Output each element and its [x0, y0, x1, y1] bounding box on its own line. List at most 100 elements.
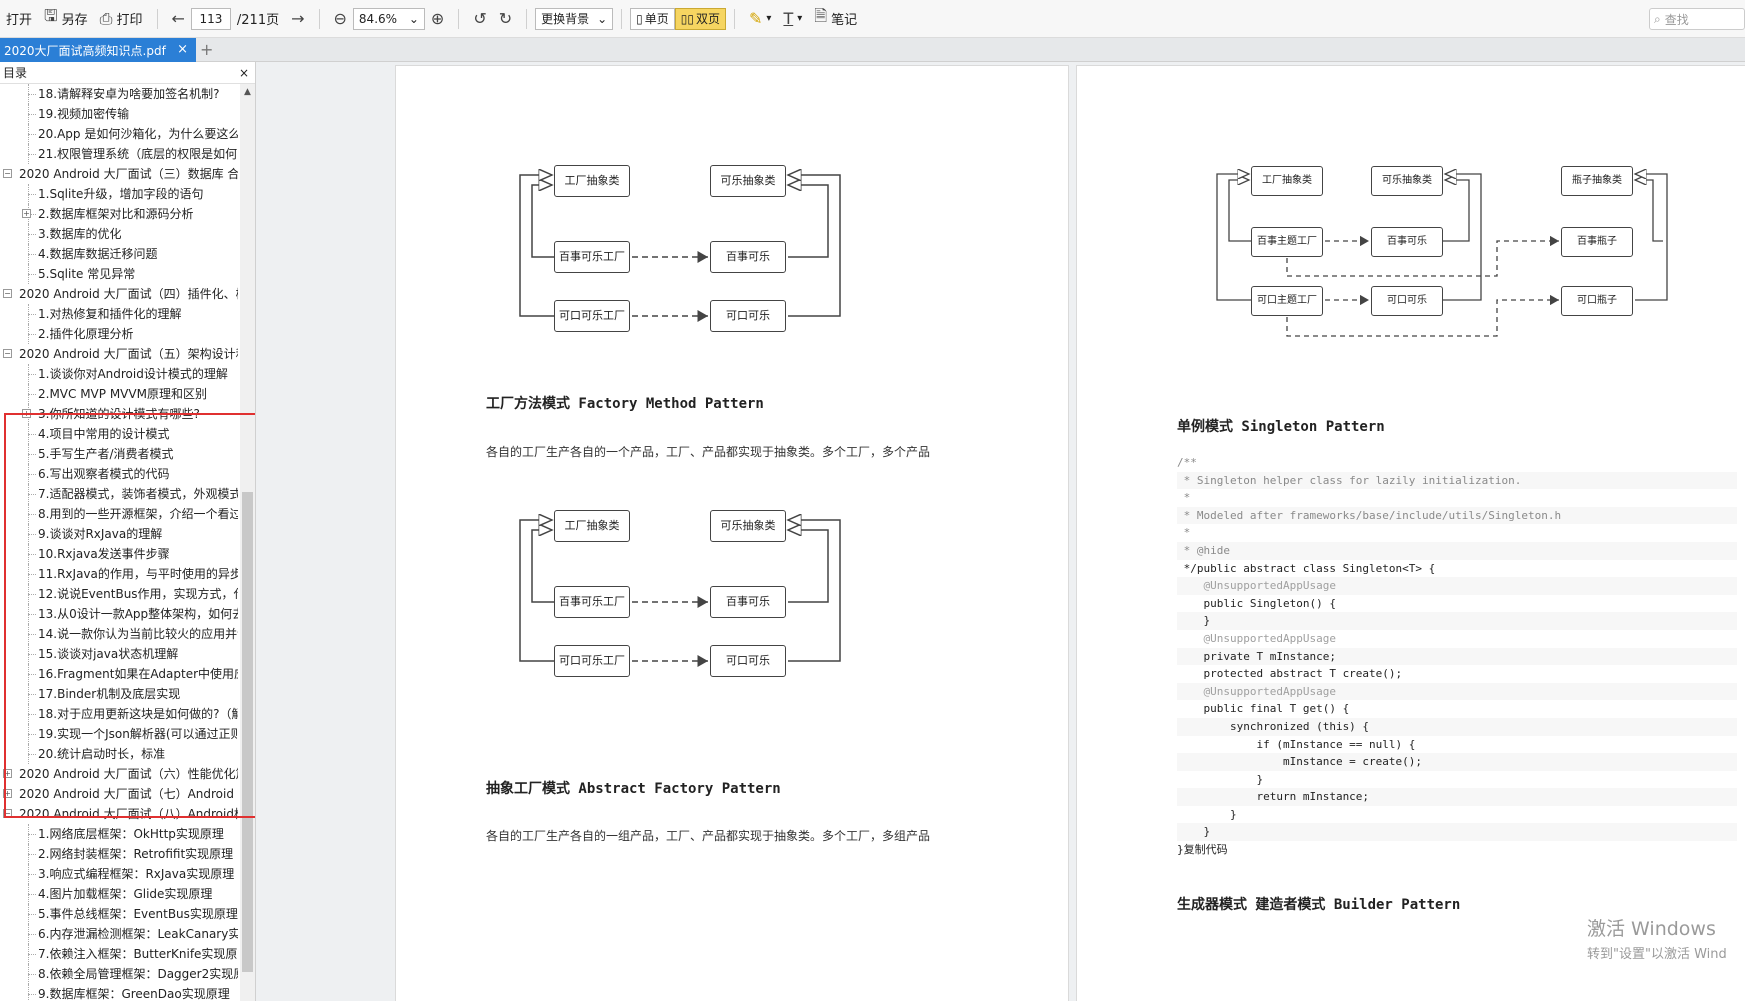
outline-item-label: 19.视频加密传输: [38, 107, 130, 121]
outline-item[interactable]: 13.从0设计一款App整体架构，如何去: [0, 604, 238, 624]
outline-item[interactable]: 2.插件化原理分析: [0, 324, 238, 344]
save-as-button[interactable]: 🖫 另存: [38, 5, 94, 33]
text-tool-button[interactable]: T ▾: [777, 5, 808, 33]
outline-item[interactable]: 5.Sqlite 常见异常: [0, 264, 238, 284]
outline-chapter[interactable]: +2020 Android 大厂面试（六）性能优化篇: [0, 764, 238, 784]
highlight-tool-button[interactable]: ✎ ▾: [743, 5, 777, 33]
outline-item[interactable]: 7.依赖注入框架：ButterKnife实现原: [0, 944, 238, 964]
outline-item[interactable]: 10.Rxjava发送事件步骤: [0, 544, 238, 564]
outline-item[interactable]: 15.谈谈对java状态机理解: [0, 644, 238, 664]
code-line: * Modeled after frameworks/base/include/…: [1177, 506, 1737, 525]
outline-item[interactable]: 20.App 是如何沙箱化，为什么要这么: [0, 124, 238, 144]
zoom-select[interactable]: 84.6% ⌄: [352, 7, 425, 30]
outline-item[interactable]: 8.依赖全局管理框架：Dagger2实现原: [0, 964, 238, 984]
outline-item[interactable]: 12.说说EventBus作用，实现方式，代: [0, 584, 238, 604]
outline-item[interactable]: 16.Fragment如果在Adapter中使用应: [0, 664, 238, 684]
outline-item[interactable]: 17.Binder机制及底层实现: [0, 684, 238, 704]
outline-chapter[interactable]: +2020 Android 大厂面试（七）Android: [0, 784, 238, 804]
outline-chapter[interactable]: −2020 Android 大厂面试（五）架构设计和: [0, 344, 238, 364]
scroll-up-icon[interactable]: ▲: [244, 87, 251, 97]
code-line: }: [1177, 807, 1237, 821]
notes-button[interactable]: 🗎 笔记: [808, 5, 863, 33]
document-viewer[interactable]: 工厂抽象类 可乐抽象类 百事可乐工厂 百事可乐 可口可乐工厂 可口可乐 工厂方法…: [257, 62, 1745, 1001]
outline-item[interactable]: 9.谈谈对RxJava的理解: [0, 524, 238, 544]
outline-item[interactable]: 8.用到的一些开源框架，介绍一个看过: [0, 504, 238, 524]
outline-item[interactable]: +3.你所知道的设计模式有哪些?: [0, 404, 238, 424]
outline-item-label: 11.RxJava的作用，与平时使用的异步: [38, 567, 238, 581]
outline-item[interactable]: +2.数据库框架对比和源码分析: [0, 204, 238, 224]
collapse-icon[interactable]: −: [3, 349, 12, 358]
close-icon[interactable]: ×: [238, 65, 249, 80]
rotate-right-button[interactable]: ↻: [493, 5, 518, 33]
zoom-out-button[interactable]: ⊖: [328, 5, 353, 33]
outline-item[interactable]: 6.写出观察者模式的代码: [0, 464, 238, 484]
outline-item[interactable]: 18.请解释安卓为啥要加签名机制?: [0, 84, 238, 104]
outline-item[interactable]: 11.RxJava的作用，与平时使用的异步: [0, 564, 238, 584]
outline-item[interactable]: 14.说一款你认为当前比较火的应用并设: [0, 624, 238, 644]
expand-icon[interactable]: +: [3, 769, 12, 778]
double-page-button[interactable]: ▯▯ 双页: [674, 7, 726, 30]
coke-factory-box: 可口可乐工厂: [554, 645, 630, 677]
outline-item[interactable]: 5.手写生产者/消费者模式: [0, 444, 238, 464]
outline-item[interactable]: 2.网络封装框架：Retrofifit实现原理: [0, 844, 238, 864]
outline-item[interactable]: 19.实现一个Json解析器(可以通过正则: [0, 724, 238, 744]
outline-item[interactable]: 9.数据库框架：GreenDao实现原理: [0, 984, 238, 1001]
outline-item[interactable]: 19.视频加密传输: [0, 104, 238, 124]
outline-chapter[interactable]: −2020 Android 大厂面试（八）Android框: [0, 804, 238, 824]
toolbar-divider: [458, 8, 460, 29]
collapse-icon[interactable]: −: [3, 169, 12, 178]
single-page-button[interactable]: ▯ 单页: [630, 7, 675, 30]
outline-item[interactable]: 3.响应式编程框架：RxJava实现原理: [0, 864, 238, 884]
scroll-thumb[interactable]: [242, 492, 253, 972]
outline-item-label: 4.项目中常用的设计模式: [38, 427, 170, 441]
page-number-input[interactable]: 113: [190, 7, 231, 30]
next-page-button[interactable]: →: [285, 5, 310, 33]
new-tab-button[interactable]: +: [200, 40, 214, 59]
factory-abstract-box: 工厂抽象类: [1251, 166, 1323, 196]
outline-item-label: 14.说一款你认为当前比较火的应用并设: [38, 627, 238, 641]
code-line: }: [1177, 772, 1264, 786]
prev-page-button[interactable]: ←: [166, 5, 191, 33]
collapse-icon[interactable]: −: [3, 289, 12, 298]
coke-theme-factory-box: 可口主题工厂: [1251, 286, 1323, 316]
tree-line: [28, 894, 36, 895]
outline-item[interactable]: 5.事件总线框架：EventBus实现原理: [0, 904, 238, 924]
abstract-factory-heading: 抽象工厂模式 Abstract Factory Pattern: [486, 781, 781, 797]
outline-item[interactable]: 2.MVC MVP MVVM原理和区别: [0, 384, 238, 404]
outline-item[interactable]: 20.统计启动时长，标准: [0, 744, 238, 764]
outline-item[interactable]: 1.谈谈你对Android设计模式的理解: [0, 364, 238, 384]
outline-item[interactable]: 1.网络底层框架：OkHttp实现原理: [0, 824, 238, 844]
outline-item[interactable]: 7.适配器模式，装饰者模式，外观模式: [0, 484, 238, 504]
outline-chapter[interactable]: −2020 Android 大厂面试（四）插件化、模: [0, 284, 238, 304]
outline-chapter[interactable]: −2020 Android 大厂面试（三）数据库 合: [0, 164, 238, 184]
outline-item-label: 1.Sqlite升级，增加字段的语句: [38, 187, 204, 201]
outline-item-label: 10.Rxjava发送事件步骤: [38, 547, 170, 561]
outline-item-label: 2.插件化原理分析: [38, 327, 134, 341]
outline-item[interactable]: 4.图片加载框架：Glide实现原理: [0, 884, 238, 904]
expand-icon[interactable]: +: [22, 409, 31, 418]
outline-item[interactable]: 6.内存泄漏检测框架：LeakCanary实: [0, 924, 238, 944]
outline-item[interactable]: 4.项目中常用的设计模式: [0, 424, 238, 444]
outline-item[interactable]: 1.Sqlite升级，增加字段的语句: [0, 184, 238, 204]
outline-item[interactable]: 4.数据库数据迁移问题: [0, 244, 238, 264]
expand-icon[interactable]: +: [3, 789, 12, 798]
print-button[interactable]: ⎙ 打印: [99, 8, 143, 29]
rotate-left-button[interactable]: ↺: [467, 5, 492, 33]
outline-scrollbar[interactable]: ▲: [240, 84, 255, 1001]
background-select[interactable]: 更换背景 ⌄: [535, 7, 614, 30]
code-line: synchronized (this) {: [1177, 717, 1737, 736]
collapse-icon[interactable]: −: [3, 809, 12, 818]
zoom-in-button[interactable]: ⊕: [425, 5, 450, 33]
document-tab[interactable]: 2020大厂面试高频知识点.pdf ×: [0, 38, 196, 62]
open-button[interactable]: 打开: [6, 13, 33, 28]
tree-line: [28, 984, 36, 1001]
note-icon: 🗎: [814, 6, 828, 25]
chevron-down-icon: ⌄: [408, 11, 419, 26]
search-input[interactable]: ⌕ 查找: [1649, 8, 1745, 30]
outline-item[interactable]: 18.对于应用更新这块是如何做的?（解: [0, 704, 238, 724]
outline-item[interactable]: 1.对热修复和插件化的理解: [0, 304, 238, 324]
expand-icon[interactable]: +: [22, 209, 31, 218]
outline-item[interactable]: 3.数据库的优化: [0, 224, 238, 244]
close-icon[interactable]: ×: [177, 42, 188, 57]
outline-item[interactable]: 21.权限管理系统（底层的权限是如何: [0, 144, 238, 164]
